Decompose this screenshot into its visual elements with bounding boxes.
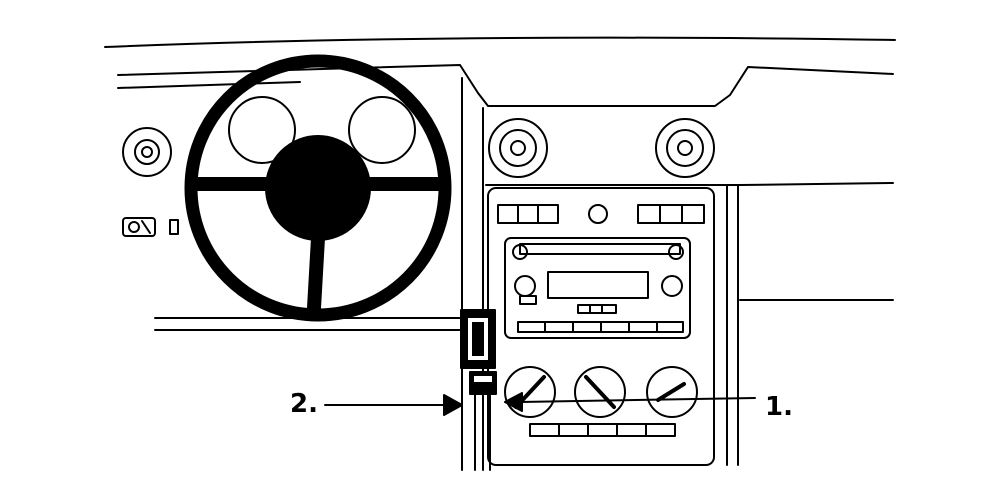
mounting-bracket (460, 309, 497, 471)
instrument-gauges (228, 96, 416, 164)
callout-label-2: 2. (290, 389, 318, 419)
center-right-air-vent (655, 118, 715, 178)
callout-label-1: 1. (765, 392, 793, 422)
radio-unit (504, 237, 691, 339)
center-left-air-vent (488, 118, 548, 178)
light-switch (122, 217, 179, 237)
steering-wheel (184, 54, 452, 322)
callout-1-leader (504, 392, 756, 412)
left-air-vent (122, 127, 172, 177)
callout-2-leader (324, 394, 463, 416)
